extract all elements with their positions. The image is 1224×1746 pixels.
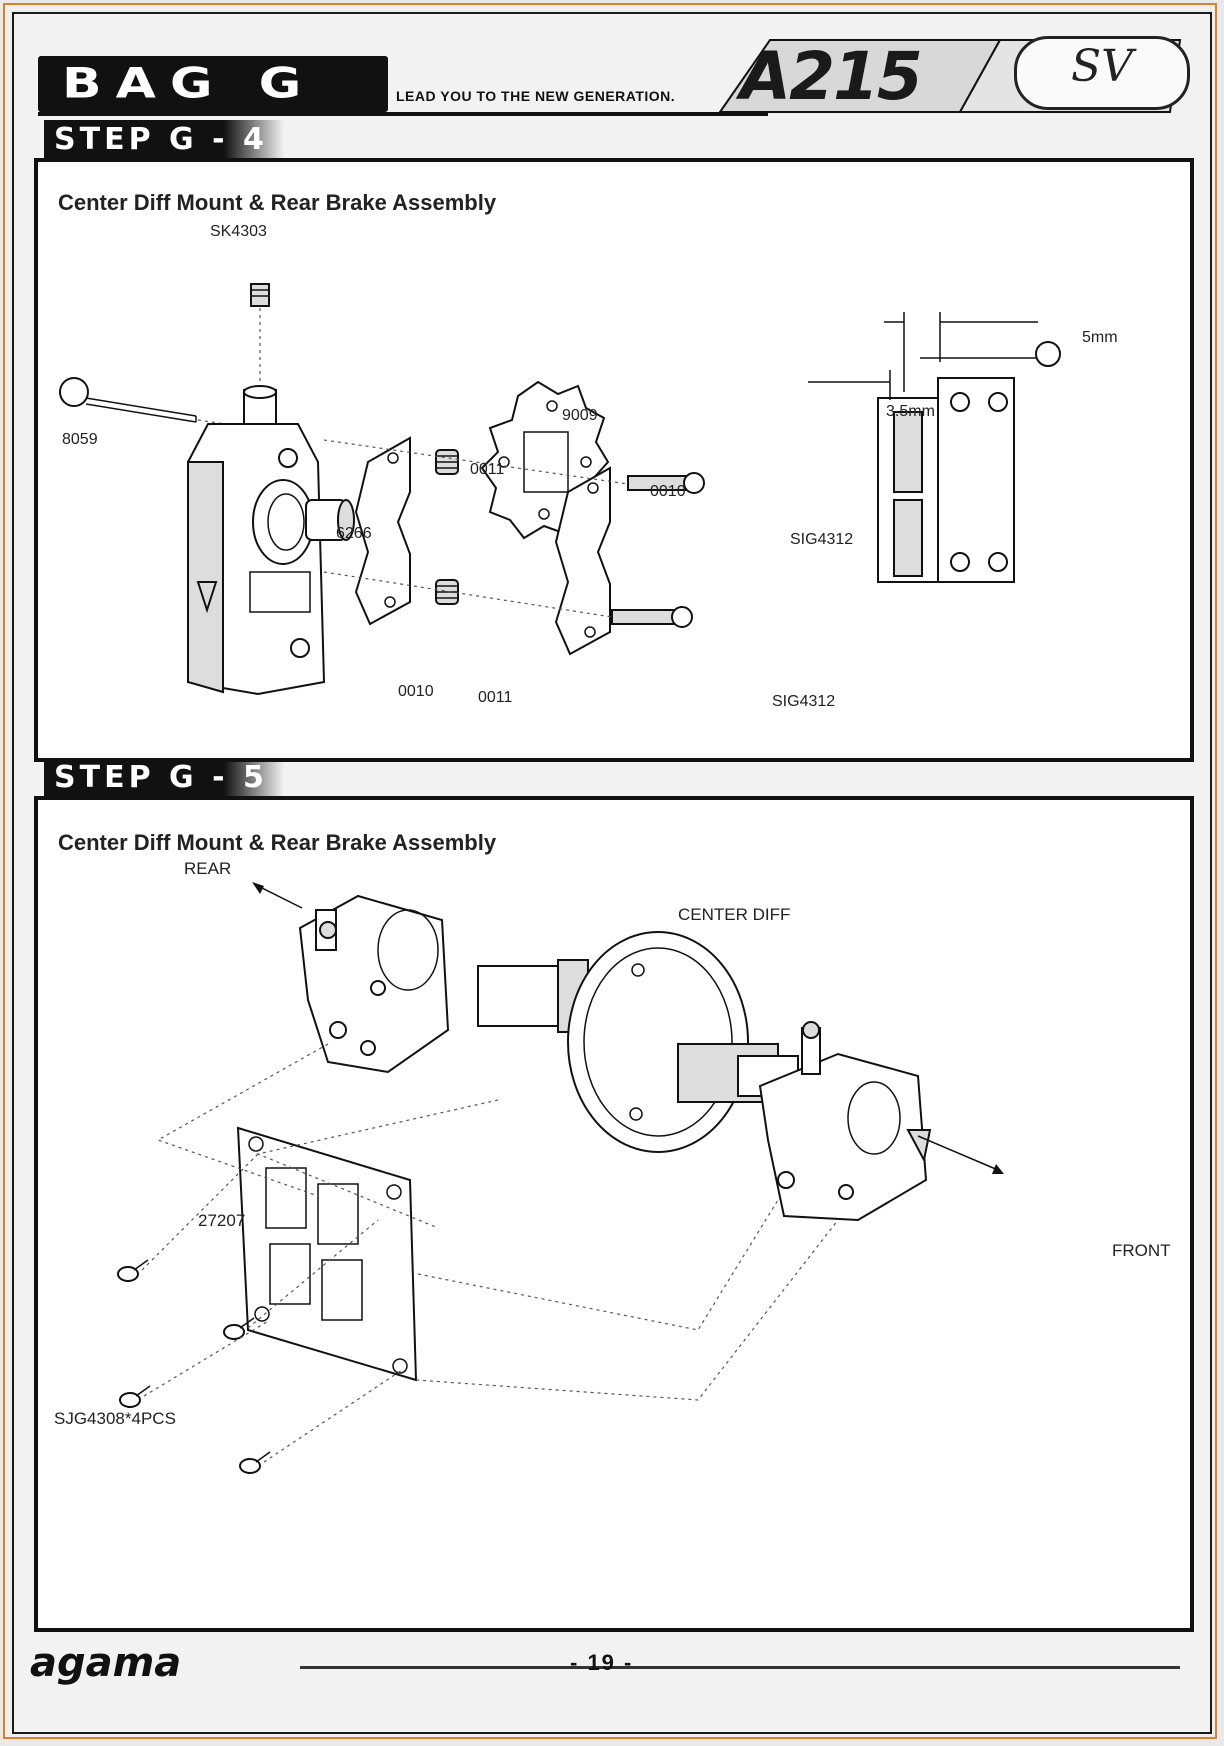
screw-2-part <box>223 1317 255 1340</box>
model-badge: SV <box>1014 36 1190 110</box>
step-g5-label: STEP G - 5 <box>54 760 268 795</box>
bag-title-box: BAG G <box>38 56 388 112</box>
plate-part <box>236 1126 418 1382</box>
brake-pad-right-part <box>554 466 611 656</box>
label-spring-top: 0011 <box>470 461 505 478</box>
label-gap-5mm: 5mm <box>1082 329 1118 346</box>
step-g4-diagram: SK4303 8059 9009 0011 0010 6266 SIG4312 … <box>59 223 1118 710</box>
front-arrow <box>917 1135 999 1171</box>
model-badge-text: SV <box>1071 41 1133 92</box>
label-plate: 27207 <box>198 1211 245 1230</box>
label-bushing: 6266 <box>336 525 372 542</box>
bushing-part <box>305 499 355 541</box>
header-rule <box>38 112 768 116</box>
spring-top-part <box>435 449 459 475</box>
diff-mount-part <box>187 385 326 696</box>
tagline: LEAD YOU TO THE NEW GENERATION. <box>396 88 676 104</box>
rear-mount-part <box>298 894 450 1074</box>
screw-4-part <box>239 1451 271 1474</box>
label-pad-right: 0010 <box>650 483 686 500</box>
screw-line-4 <box>263 1369 403 1463</box>
step-g5-diagram: REAR CENTER DIFF FRONT 27207 SJG4308*4PC… <box>54 859 1171 1474</box>
label-front: FRONT <box>1112 1241 1171 1260</box>
side-view-part <box>808 312 1061 583</box>
screw-line-2 <box>247 1219 379 1329</box>
label-brake-disc: 9009 <box>562 407 598 424</box>
label-screw-bottom: SIG4312 <box>772 693 835 710</box>
step-g5-tab: STEP G - 5 <box>44 758 284 798</box>
step-g4-title: Center Diff Mount & Rear Brake Assembly <box>58 190 497 215</box>
screw-top-part <box>627 472 705 494</box>
spring-bottom-part <box>435 579 459 605</box>
assembly-line-top <box>323 439 629 485</box>
step-g5-panel: Center Diff Mount & Rear Brake Assembly <box>34 796 1194 1632</box>
label-pad-left: 0010 <box>398 683 434 700</box>
assembly-path-mid <box>256 1099 499 1229</box>
step-g5-title: Center Diff Mount & Rear Brake Assembly <box>58 830 497 855</box>
brake-pad-left-part <box>354 436 411 626</box>
step-g4-label: STEP G - 4 <box>54 122 268 157</box>
page-number: - 19 - <box>570 1650 634 1675</box>
screw-3-part <box>119 1385 151 1408</box>
label-pin: 8059 <box>62 431 98 448</box>
label-set-screw: SK4303 <box>210 223 267 240</box>
front-mount-part <box>758 1021 932 1222</box>
footer-rule <box>300 1666 1180 1669</box>
label-screws: SJG4308*4PCS <box>54 1409 176 1428</box>
assembly-path-lower <box>415 1219 839 1401</box>
model-logo: A215 <box>740 38 923 115</box>
label-screw-top: SIG4312 <box>790 531 853 548</box>
step-g4-tab: STEP G - 4 <box>44 120 284 160</box>
footer-brand: agama <box>30 1640 182 1686</box>
rear-arrow <box>257 885 303 909</box>
bag-title: BAG G <box>62 60 316 108</box>
center-diff-part <box>477 931 799 1153</box>
rear-arrow-head <box>252 882 264 894</box>
step-g4-panel: Center Diff Mount & Rear Brake Assembly <box>34 158 1194 762</box>
label-spring-bottom: 0011 <box>478 689 513 706</box>
label-center-diff: CENTER DIFF <box>678 905 790 924</box>
assembly-path-front <box>417 1199 779 1331</box>
screw-bottom-part <box>611 606 693 628</box>
front-arrow-head <box>992 1164 1004 1174</box>
screw-1-part <box>117 1259 149 1282</box>
label-gap-3-5mm: 3.5mm <box>886 403 935 420</box>
assembly-path-rear <box>156 1043 329 1197</box>
label-rear: REAR <box>184 859 231 878</box>
set-screw-part <box>250 283 270 384</box>
pin-part <box>59 377 239 427</box>
